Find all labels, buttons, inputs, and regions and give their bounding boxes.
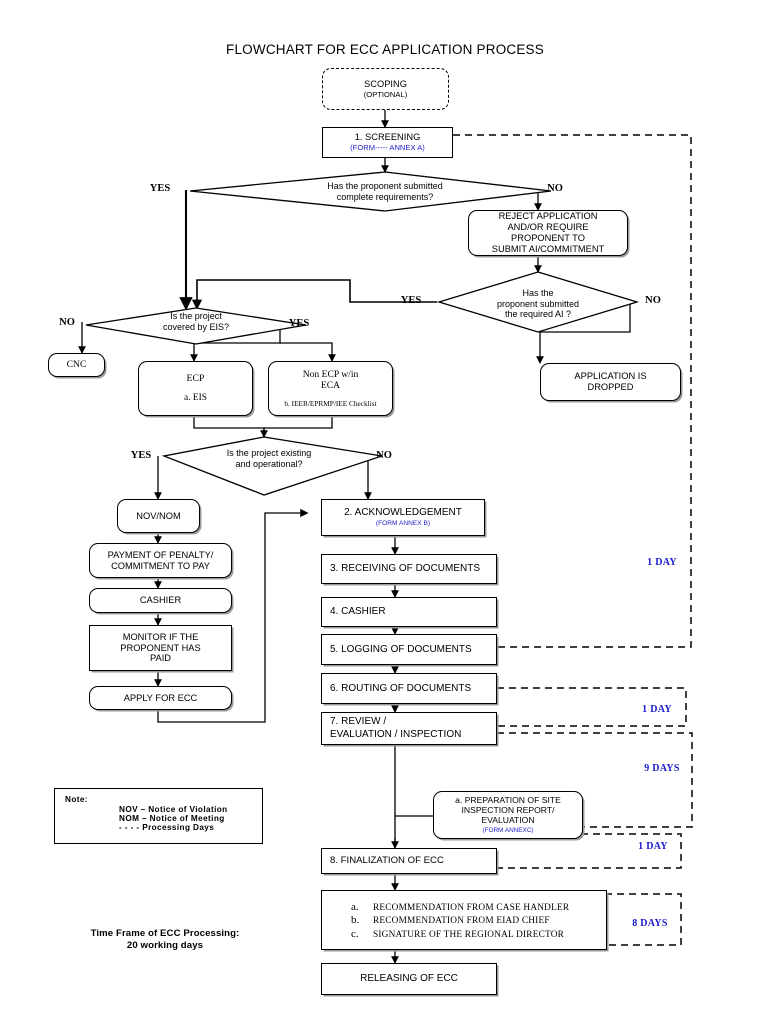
note-box: Note: NOV – Notice of Violation NOM – No…	[54, 788, 263, 844]
duration-review-to-site: 9 DAYS	[644, 763, 680, 774]
recommendation-letter: b.	[351, 914, 360, 926]
duration-recommendations: 8 DAYS	[632, 918, 668, 929]
node-cashier-left[interactable]: CASHIER	[89, 588, 232, 613]
node-scoping[interactable]: SCOPING (OPTIONAL)	[322, 68, 449, 110]
node-cashier-right-label: 4. CASHIER	[330, 606, 386, 618]
node-releasing-ecc-label: RELEASING OF ECC	[360, 973, 458, 985]
node-logging-documents-label: 5. LOGGING OF DOCUMENTS	[330, 643, 472, 655]
node-releasing-ecc[interactable]: RELEASING OF ECC	[321, 963, 497, 995]
node-reject-application-label: REJECT APPLICATION AND/OR REQUIRE PROPON…	[491, 211, 605, 254]
decision-covered-by-eis-label: Is the project covered by EIS?	[162, 311, 230, 332]
node-scoping-sublabel: (OPTIONAL)	[363, 89, 408, 99]
timeframe-line1: Time Frame of ECC Processing:	[90, 928, 240, 939]
node-application-dropped[interactable]: APPLICATION IS DROPPED	[540, 363, 681, 401]
node-cnc[interactable]: CNC	[48, 353, 105, 377]
node-apply-for-ecc[interactable]: APPLY FOR ECC	[89, 686, 232, 710]
node-routing-documents[interactable]: 6. ROUTING OF DOCUMENTS	[321, 673, 497, 704]
node-scoping-label: SCOPING	[364, 78, 407, 89]
branch-label-complete-yes: YES	[149, 183, 171, 194]
node-finalization-ecc-label: 8. FINALIZATION OF ECC	[330, 855, 444, 867]
node-screening[interactable]: 1. SCREENING (FORM----- ANNEX A)	[322, 127, 453, 158]
decision-required-ai-label: Has the proponent submitted the required…	[496, 288, 580, 320]
branch-label-existing-no: NO	[376, 450, 392, 461]
branch-label-eis-yes: YES	[288, 318, 310, 329]
node-screening-form: (FORM----- ANNEX A)	[350, 143, 425, 152]
decision-existing-operational-label: Is the project existing and operational?	[226, 448, 312, 469]
note-line: - - - - Processing Days	[119, 823, 215, 832]
node-cashier-right[interactable]: 4. CASHIER	[321, 597, 497, 627]
node-review-evaluation-inspection[interactable]: 7. REVIEW / EVALUATION / INSPECTION	[321, 712, 497, 745]
node-site-inspection-report[interactable]: a. PREPARATION OF SITE INSPECTION REPORT…	[433, 791, 583, 839]
node-review-evaluation-inspection-label: 7. REVIEW / EVALUATION / INSPECTION	[330, 716, 462, 740]
branch-label-eis-no: NO	[59, 317, 75, 328]
node-apply-for-ecc-label: APPLY FOR ECC	[123, 692, 198, 703]
timeframe-block: Time Frame of ECC Processing: 20 working…	[60, 928, 270, 952]
node-non-ecp-sublabel: b. IEER/EPRMP/IEE Checklist	[284, 398, 377, 408]
node-reject-application[interactable]: REJECT APPLICATION AND/OR REQUIRE PROPON…	[468, 210, 628, 256]
node-acknowledgement-form: (FORM ANNEX B)	[375, 520, 431, 528]
recommendation-text: SIGNATURE OF THE REGIONAL DIRECTOR	[373, 929, 565, 940]
node-application-dropped-label: APPLICATION IS DROPPED	[574, 371, 647, 392]
branch-label-ai-no: NO	[645, 295, 661, 306]
node-recommendations[interactable]: a. RECOMMENDATION FROM CASE HANDLER b. R…	[321, 890, 607, 950]
decision-complete-requirements-label: Has the proponent submitted complete req…	[327, 181, 443, 202]
node-site-inspection-report-label: a. PREPARATION OF SITE INSPECTION REPORT…	[455, 795, 561, 826]
node-screening-label: 1. SCREENING	[354, 132, 421, 143]
note-heading: Note:	[65, 795, 88, 804]
node-cashier-left-label: CASHIER	[139, 595, 182, 606]
page-title: FLOWCHART FOR ECC APPLICATION PROCESS	[226, 42, 544, 57]
recommendation-letter: c.	[351, 927, 359, 940]
note-line: NOV – Notice of Violation	[119, 805, 228, 814]
list-item: b. RECOMMENDATION FROM EIAD CHIEF	[351, 914, 569, 926]
recommendation-text: RECOMMENDATION FROM EIAD CHIEF	[373, 916, 550, 926]
node-finalization-ecc[interactable]: 8. FINALIZATION OF ECC	[321, 848, 497, 874]
node-acknowledgement[interactable]: 2. ACKNOWLEDGEMENT (FORM ANNEX B)	[321, 499, 485, 536]
node-non-ecp-label: Non ECP w/in ECA	[302, 368, 359, 392]
node-ecp-label: ECP	[186, 372, 205, 384]
node-monitor-payment[interactable]: MONITOR IF THE PROPONENT HAS PAID	[89, 625, 232, 671]
node-payment-penalty[interactable]: PAYMENT OF PENALTY/ COMMITMENT TO PAY	[89, 543, 232, 578]
branch-label-existing-yes: YES	[130, 450, 152, 461]
recommendations-list: a. RECOMMENDATION FROM CASE HANDLER b. R…	[322, 899, 569, 941]
recommendation-text: RECOMMENDATION FROM CASE HANDLER	[373, 902, 570, 913]
branch-label-ai-yes: YES	[400, 295, 422, 306]
node-cnc-label: CNC	[66, 359, 87, 371]
list-item: c. SIGNATURE OF THE REGIONAL DIRECTOR	[351, 928, 569, 940]
recommendation-letter: a.	[351, 900, 359, 913]
node-ecp-sublabel: a. EIS	[184, 393, 207, 404]
timeframe-line2: 20 working days	[126, 940, 204, 952]
duration-screening-to-logging: 1 DAY	[647, 557, 677, 568]
note-line: NOM – Notice of Meeting	[119, 814, 225, 823]
branch-label-complete-no: NO	[547, 183, 563, 194]
node-payment-penalty-label: PAYMENT OF PENALTY/ COMMITMENT TO PAY	[107, 549, 214, 571]
node-monitor-payment-label: MONITOR IF THE PROPONENT HAS PAID	[120, 631, 201, 664]
node-receiving-documents[interactable]: 3. RECEIVING OF DOCUMENTS	[321, 554, 497, 584]
node-ecp[interactable]: ECP a. EIS	[138, 361, 253, 416]
node-site-inspection-report-form: (FORM ANNEXC)	[482, 827, 534, 835]
node-nov-nom[interactable]: NOV/NOM	[117, 499, 200, 533]
node-acknowledgement-label: 2. ACKNOWLEDGEMENT	[344, 507, 462, 519]
list-item: a. RECOMMENDATION FROM CASE HANDLER	[351, 901, 569, 913]
duration-site-to-finalization: 1 DAY	[638, 841, 668, 852]
node-nov-nom-label: NOV/NOM	[136, 510, 181, 521]
node-receiving-documents-label: 3. RECEIVING OF DOCUMENTS	[330, 563, 481, 575]
node-logging-documents[interactable]: 5. LOGGING OF DOCUMENTS	[321, 634, 497, 665]
duration-routing-to-review: 1 DAY	[642, 704, 672, 715]
node-non-ecp[interactable]: Non ECP w/in ECA b. IEER/EPRMP/IEE Check…	[268, 361, 393, 416]
node-routing-documents-label: 6. ROUTING OF DOCUMENTS	[330, 682, 472, 694]
